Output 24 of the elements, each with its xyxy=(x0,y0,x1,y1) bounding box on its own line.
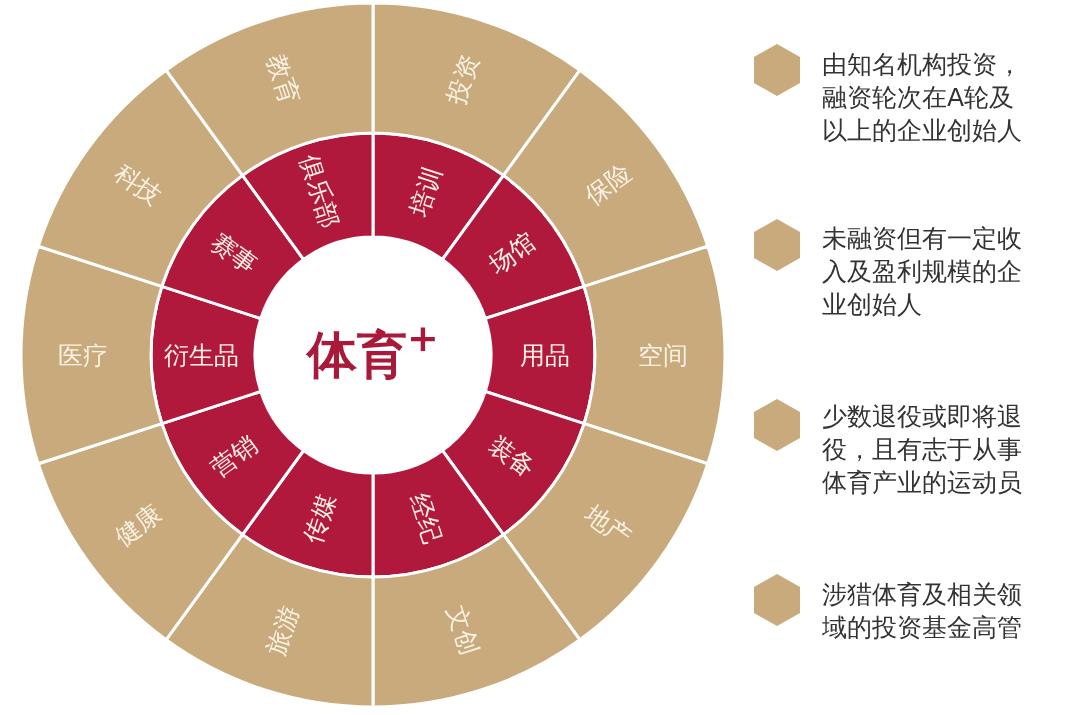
segment-label: 场馆 xyxy=(484,229,540,279)
segment-label: 俱乐部 xyxy=(296,151,344,231)
segment-label: 保险 xyxy=(580,159,636,210)
segment-label: 科技 xyxy=(110,159,166,210)
segment-label: 投资 xyxy=(443,51,483,107)
segment-label: 健康 xyxy=(110,500,166,551)
segment-label: 教育 xyxy=(263,51,303,107)
segment-label: 医疗 xyxy=(58,342,108,368)
segment-label: 传媒 xyxy=(300,490,340,547)
description-text: 由知名机构投资，融资轮次在A轮及以上的企业创始人 xyxy=(822,49,1023,147)
segment-label: 培训 xyxy=(406,163,446,220)
description-text: 少数退役或即将退役，且有志于从事体育产业的运动员 xyxy=(822,401,1023,499)
segment-label: 旅游 xyxy=(263,603,303,659)
segment-label: 地产 xyxy=(580,500,636,551)
description-text: 未融资但有一定收入及盈利规模的企业创始人 xyxy=(822,223,1023,321)
segment-label: 赛事 xyxy=(206,229,262,279)
segment-label: 装备 xyxy=(484,431,540,481)
segment-label: 空间 xyxy=(638,342,688,368)
segment-label: 衍生品 xyxy=(163,342,239,368)
segment-label: 文创 xyxy=(443,603,483,659)
segment-label: 经纪 xyxy=(406,490,446,547)
description-text: 涉猎体育及相关领域的投资基金高管 xyxy=(822,579,1023,644)
segment-label: 用品 xyxy=(520,342,570,368)
segment-label: 营销 xyxy=(206,431,262,481)
